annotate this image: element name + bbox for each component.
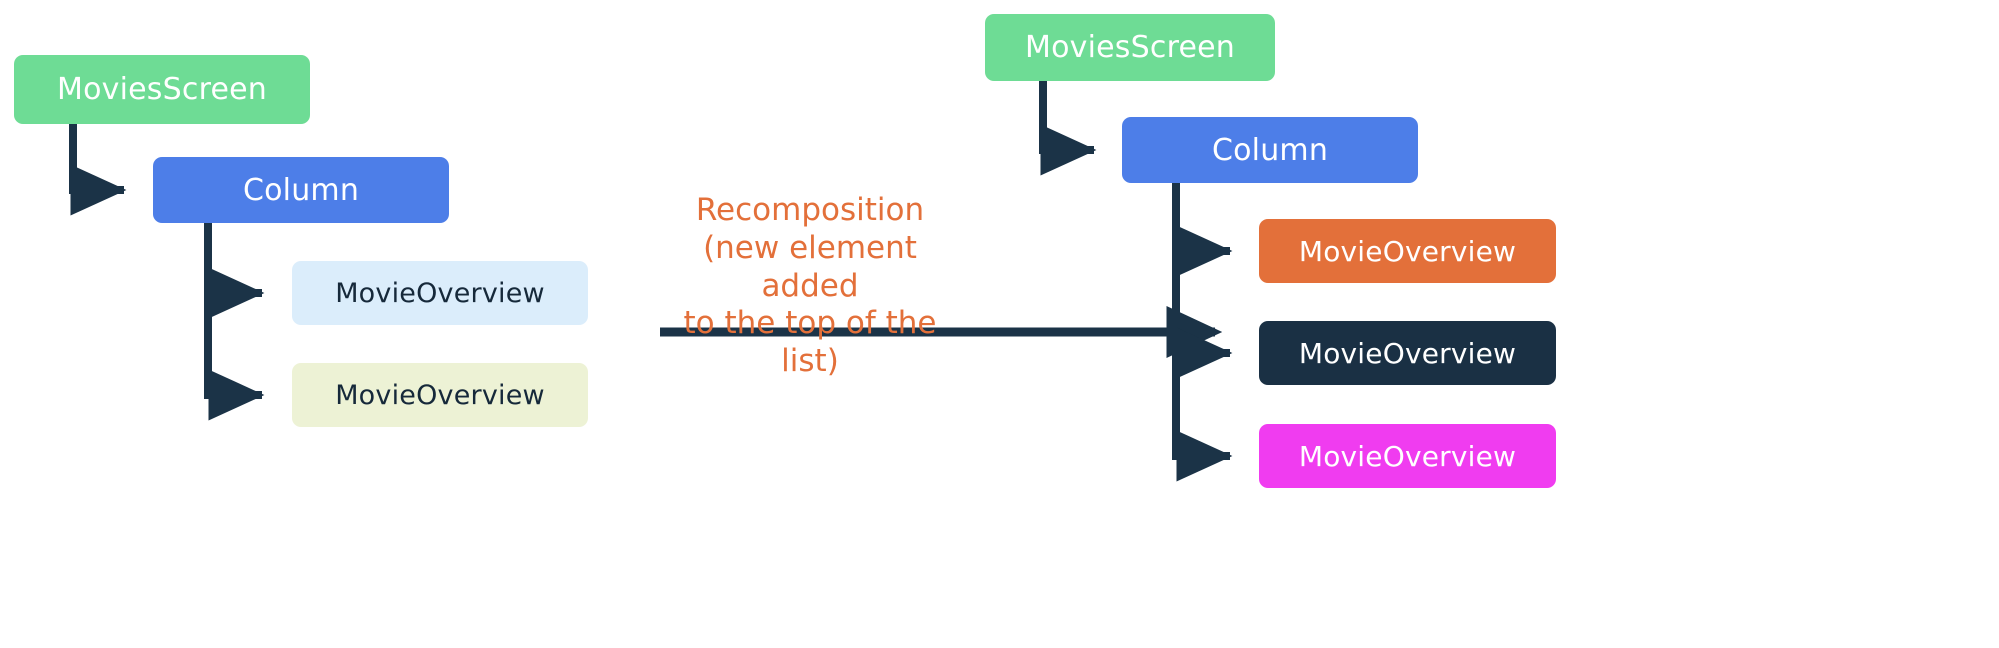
right-node-movie-overview-3[interactable]: MovieOverview <box>1259 424 1556 488</box>
right-node-column[interactable]: Column <box>1122 117 1418 183</box>
edge-right-column-to-children <box>1172 182 1233 482</box>
left-node-column[interactable]: Column <box>153 157 449 223</box>
edge-right-root-to-column <box>1039 81 1097 176</box>
right-node-movie-overview-2[interactable]: MovieOverview <box>1259 321 1556 385</box>
left-node-movie-overview-2[interactable]: MovieOverview <box>292 363 588 427</box>
left-node-movies-screen[interactable]: MoviesScreen <box>14 55 310 124</box>
right-node-movie-overview-1[interactable]: MovieOverview <box>1259 219 1556 283</box>
recomposition-caption: Recomposition (new element added to the … <box>683 192 937 380</box>
right-node-movies-screen[interactable]: MoviesScreen <box>985 14 1275 81</box>
edge-left-root-to-column <box>69 122 127 216</box>
edge-left-column-to-children <box>204 222 265 421</box>
left-node-movie-overview-1[interactable]: MovieOverview <box>292 261 588 325</box>
